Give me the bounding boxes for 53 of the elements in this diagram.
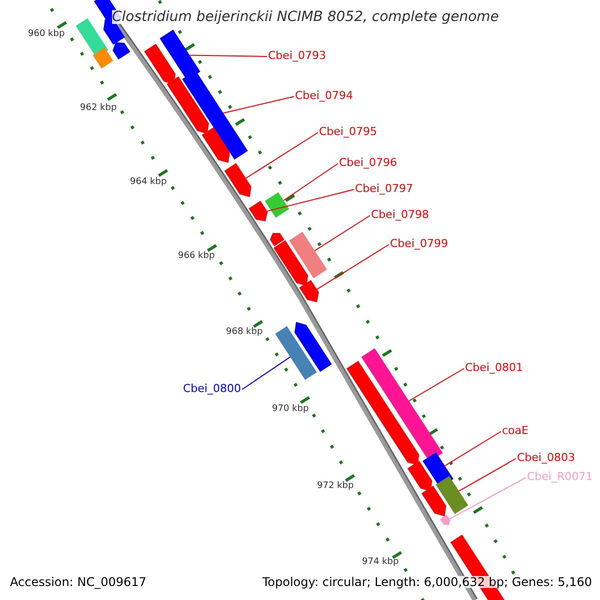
leader-line	[245, 132, 318, 179]
gene-feature	[421, 486, 446, 516]
gene-feature	[92, 47, 114, 69]
gene-label: Cbei_0800	[183, 383, 241, 394]
gene-feature	[202, 127, 230, 163]
gene-feature	[274, 240, 308, 286]
gene-feature	[289, 232, 327, 278]
gene-label: Cbei_0794	[295, 90, 353, 101]
leader-line	[449, 477, 526, 520]
gene-label: Cbei_0795	[319, 126, 377, 137]
gene-label: coaE	[502, 425, 528, 436]
info-text: Topology: circular; Length: 6,000,632 bp; Genes: 5,160	[262, 576, 592, 588]
scale-label: 966 kbp	[178, 252, 215, 261]
gene-feature	[299, 280, 319, 302]
gene-feature	[436, 476, 468, 514]
gene-feature	[166, 76, 209, 134]
leader-line	[408, 368, 464, 402]
info-text: Accession: NC_009617	[10, 576, 146, 588]
leader-line	[444, 431, 502, 466]
leader-line	[189, 54, 268, 57]
scale-label: 968 kbp	[226, 328, 263, 337]
scale-label: 970 kbp	[272, 405, 309, 414]
gene-label: Cbei_R0071	[527, 471, 593, 482]
gene-feature	[224, 163, 252, 198]
gene-feature	[275, 326, 317, 380]
leader-line	[222, 96, 294, 114]
leader-line	[242, 356, 291, 390]
gene-feature	[294, 322, 332, 372]
gene-feature	[112, 42, 130, 60]
scale-label: 964 kbp	[130, 178, 167, 187]
gene-label: Cbei_0797	[355, 183, 413, 194]
gene-feature	[346, 360, 420, 466]
gene-feature	[144, 44, 176, 84]
gene-label: Cbei_0803	[517, 452, 575, 463]
map-title: Clostridium beijerinckii NCIMB 8052, complete genome	[112, 10, 499, 24]
leader-line	[266, 189, 354, 212]
scale-label: 960 kbp	[28, 30, 65, 39]
gene-feature	[407, 460, 432, 492]
scale-label: 974 kbp	[362, 558, 399, 567]
scale-label: 962 kbp	[80, 104, 117, 113]
gene-label: Cbei_0799	[390, 238, 448, 249]
gene-feature	[270, 232, 284, 246]
scale-label: 972 kbp	[317, 482, 354, 491]
leader-line	[283, 163, 338, 201]
gene-feature	[248, 200, 268, 222]
leader-line	[458, 458, 516, 492]
gene-feature	[264, 192, 290, 218]
gene-label: Cbei_0796	[339, 157, 397, 168]
leader-line	[316, 244, 390, 290]
gene-label: Cbei_0793	[268, 50, 326, 61]
leader-line	[314, 215, 370, 252]
gene-label: Cbei_0798	[371, 209, 429, 220]
gene-label: Cbei_0801	[465, 362, 523, 373]
